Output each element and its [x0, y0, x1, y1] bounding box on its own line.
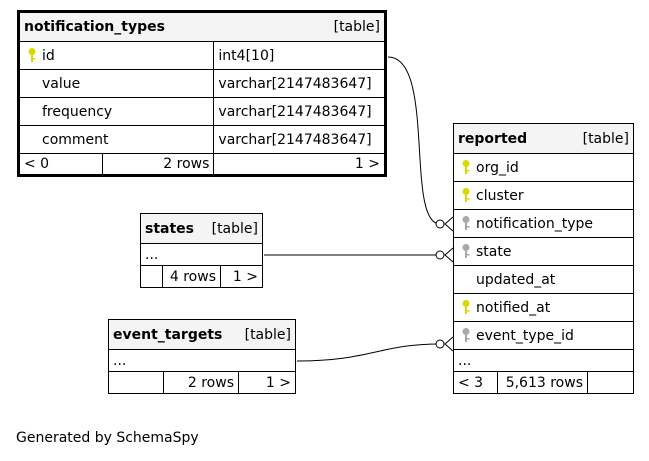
column-name: cluster: [476, 188, 524, 204]
table-header: notification_types [table]: [18, 11, 386, 42]
column-name: frequency: [42, 103, 113, 120]
edge-event-targets-reported: [296, 343, 441, 362]
foreign-key-icon: [460, 327, 472, 343]
column-name: comment: [42, 131, 109, 148]
table-states[interactable]: states [table] ... 4 rows 1 >: [140, 213, 263, 288]
children-count: [587, 371, 634, 394]
column-row: notified_at: [453, 293, 634, 322]
table-footer: 2 rows 1 >: [108, 371, 296, 394]
table-tag: [table]: [244, 326, 291, 343]
table-notification-types[interactable]: notification_types [table] id int4[10] v…: [17, 10, 387, 177]
table-footer: 4 rows 1 >: [140, 265, 263, 288]
column-name: notification_type: [476, 216, 594, 232]
table-tag: [table]: [333, 19, 380, 35]
column-name: event_type_id: [476, 328, 574, 344]
column-row: event_type_id: [453, 321, 634, 350]
primary-key-icon: [460, 159, 472, 175]
table-header: reported [table]: [453, 123, 634, 154]
row-count: 4 rows: [162, 265, 221, 288]
foreign-key-icon: [460, 215, 472, 231]
parents-count: < 0: [18, 153, 103, 176]
table-event-targets[interactable]: event_targets [table] ... 2 rows 1 >: [108, 319, 296, 394]
column-type: varchar[2147483647]: [213, 69, 386, 98]
table-name: reported: [458, 130, 528, 147]
crowfoot-icon: [435, 216, 454, 232]
table-tag: [table]: [211, 220, 258, 237]
table-header: states [table]: [140, 213, 263, 244]
generated-by-footer: Generated by SchemaSpy: [16, 430, 199, 446]
parents-count: < 3: [453, 371, 498, 394]
row-count: 5,613 rows: [497, 371, 588, 394]
table-name: notification_types: [24, 19, 165, 35]
column-row: org_id: [453, 153, 634, 182]
primary-key-icon: [460, 299, 472, 315]
children-count: 1 >: [220, 265, 263, 288]
crowfoot-icon: [435, 336, 454, 352]
primary-key-icon: [460, 187, 472, 203]
foreign-key-icon: [460, 243, 472, 259]
column-type: varchar[2147483647]: [213, 97, 386, 126]
column-name: value: [42, 75, 81, 92]
table-header: event_targets [table]: [108, 319, 296, 350]
column-row: frequency varchar[2147483647]: [17, 97, 386, 126]
row-count: 2 rows: [163, 371, 239, 394]
column-type: int4[10]: [213, 41, 386, 70]
children-count: 1 >: [213, 153, 386, 176]
column-row: updated_at: [453, 265, 634, 294]
table-name: states: [145, 220, 194, 237]
table-footer: < 3 5,613 rows: [453, 371, 634, 394]
crowfoot-icon: [435, 247, 454, 263]
table-reported[interactable]: reported [table] org_id cluster notifica…: [453, 123, 634, 394]
table-name: event_targets: [113, 326, 223, 343]
table-tag: [table]: [582, 130, 629, 147]
primary-key-icon: [26, 47, 38, 63]
column-row: cluster: [453, 181, 634, 210]
children-count: 1 >: [238, 371, 296, 394]
column-row: id int4[10]: [17, 41, 386, 70]
column-row: notification_type: [453, 209, 634, 238]
column-name: org_id: [476, 160, 519, 176]
row-count: 2 rows: [101, 153, 215, 176]
table-footer: < 0 2 rows 1 >: [18, 153, 386, 176]
edge-notification-types-reported: [387, 56, 441, 225]
column-name: notified_at: [476, 300, 551, 316]
column-name: id: [42, 48, 55, 64]
column-name: state: [476, 244, 512, 260]
column-name: updated_at: [476, 271, 556, 288]
